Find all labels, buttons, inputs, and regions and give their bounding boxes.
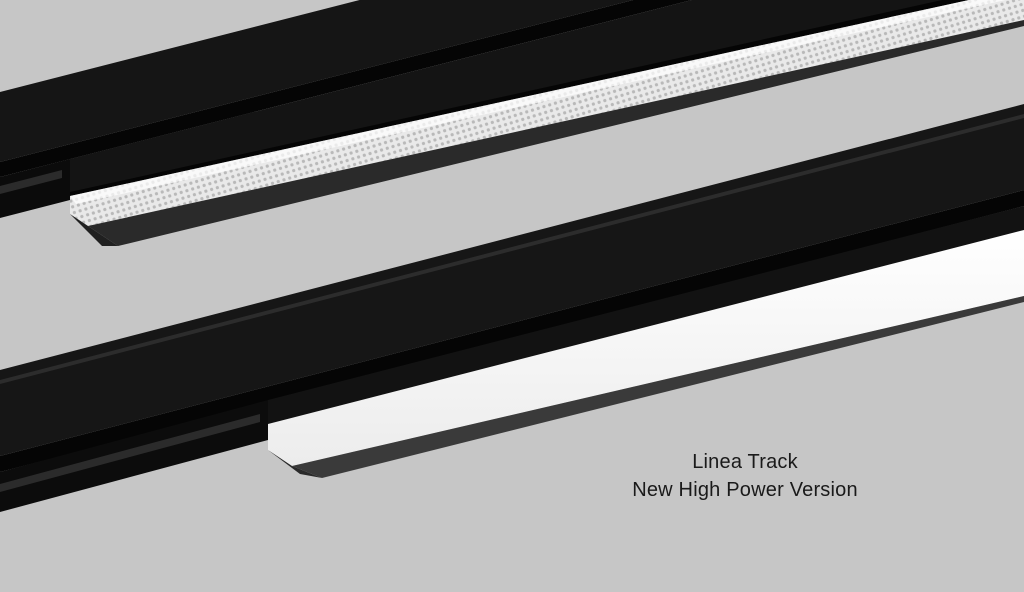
lower-opal-diffuser	[268, 230, 1024, 478]
product-version: New High Power Version	[632, 479, 858, 501]
product-name: Linea Track	[692, 451, 798, 473]
lower-track-fixture	[0, 104, 1024, 512]
caption: Linea Track New High Power Version	[560, 448, 930, 504]
upper-prismatic-diffuser	[70, 0, 1024, 246]
